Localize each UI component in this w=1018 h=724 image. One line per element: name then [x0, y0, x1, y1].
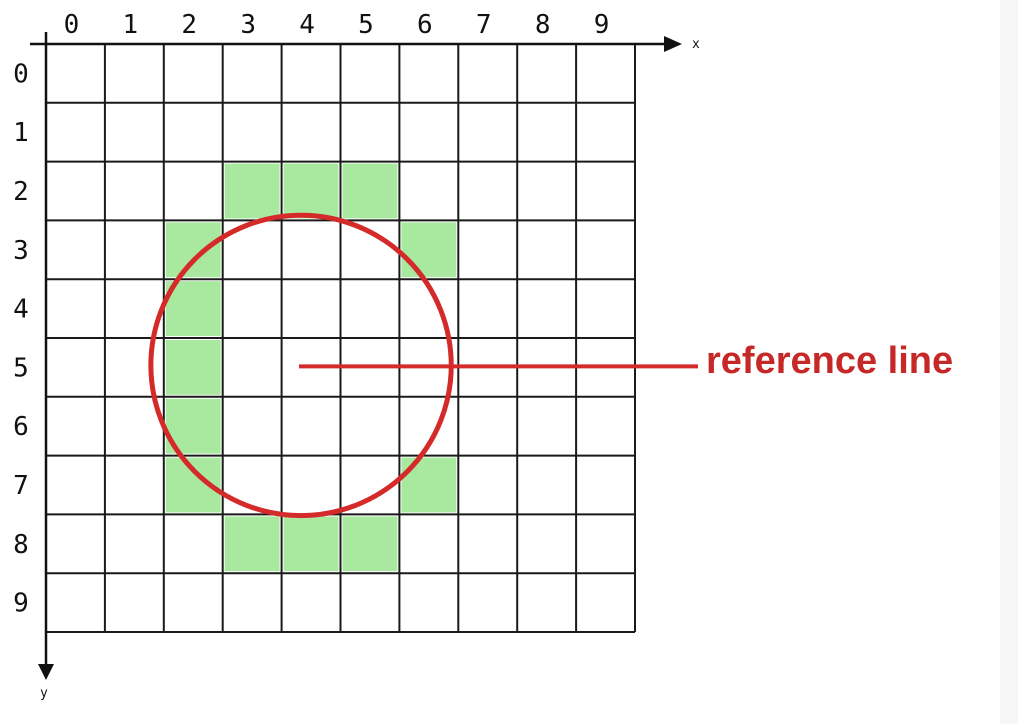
axes: x y	[30, 32, 700, 701]
grid-lines	[45, 43, 636, 633]
x-tick-label: 0	[64, 10, 80, 40]
x-tick-label: 2	[181, 10, 197, 40]
x-tick-label: 8	[535, 10, 551, 40]
y-tick-label: 6	[13, 412, 29, 442]
x-tick-label: 6	[417, 10, 433, 40]
highlighted-cell	[165, 281, 221, 336]
highlighted-cell	[165, 222, 221, 278]
side-strip	[1000, 0, 1018, 724]
y-tick-label: 1	[13, 118, 29, 148]
highlighted-cell	[283, 163, 339, 219]
y-axis-arrow-icon	[38, 664, 54, 680]
x-tick-label: 4	[299, 10, 315, 40]
highlighted-cell	[401, 222, 457, 278]
x-tick-label: 5	[358, 10, 374, 40]
x-tick-label: 7	[476, 10, 492, 40]
y-tick-labels: 0 1 2 3 4 5 6 7 8 9	[13, 59, 29, 618]
y-axis-label: y	[40, 686, 48, 701]
y-tick-label: 7	[13, 471, 29, 501]
highlighted-cell	[342, 163, 398, 219]
y-tick-label: 9	[13, 589, 29, 619]
x-axis-arrow-icon	[664, 36, 682, 52]
reference-line-label: reference line	[706, 340, 953, 382]
highlighted-cell	[283, 516, 339, 572]
y-tick-label: 5	[13, 353, 29, 383]
highlighted-cell	[342, 516, 398, 572]
highlighted-cell	[224, 516, 280, 572]
x-tick-label: 1	[123, 10, 139, 40]
overlay: reference line	[148, 212, 953, 519]
highlighted-cell	[224, 163, 280, 219]
y-tick-label: 2	[13, 177, 29, 207]
x-axis-label: x	[692, 37, 700, 52]
y-tick-label: 8	[13, 530, 29, 560]
x-tick-label: 3	[240, 10, 256, 40]
highlighted-cells	[165, 163, 457, 572]
y-tick-label: 0	[13, 59, 29, 89]
x-tick-labels: 0 1 2 3 4 5 6 7 8 9	[64, 10, 610, 40]
y-tick-label: 4	[13, 295, 29, 325]
x-tick-label: 9	[594, 10, 610, 40]
y-tick-label: 3	[13, 236, 29, 266]
highlighted-cell	[165, 340, 221, 395]
